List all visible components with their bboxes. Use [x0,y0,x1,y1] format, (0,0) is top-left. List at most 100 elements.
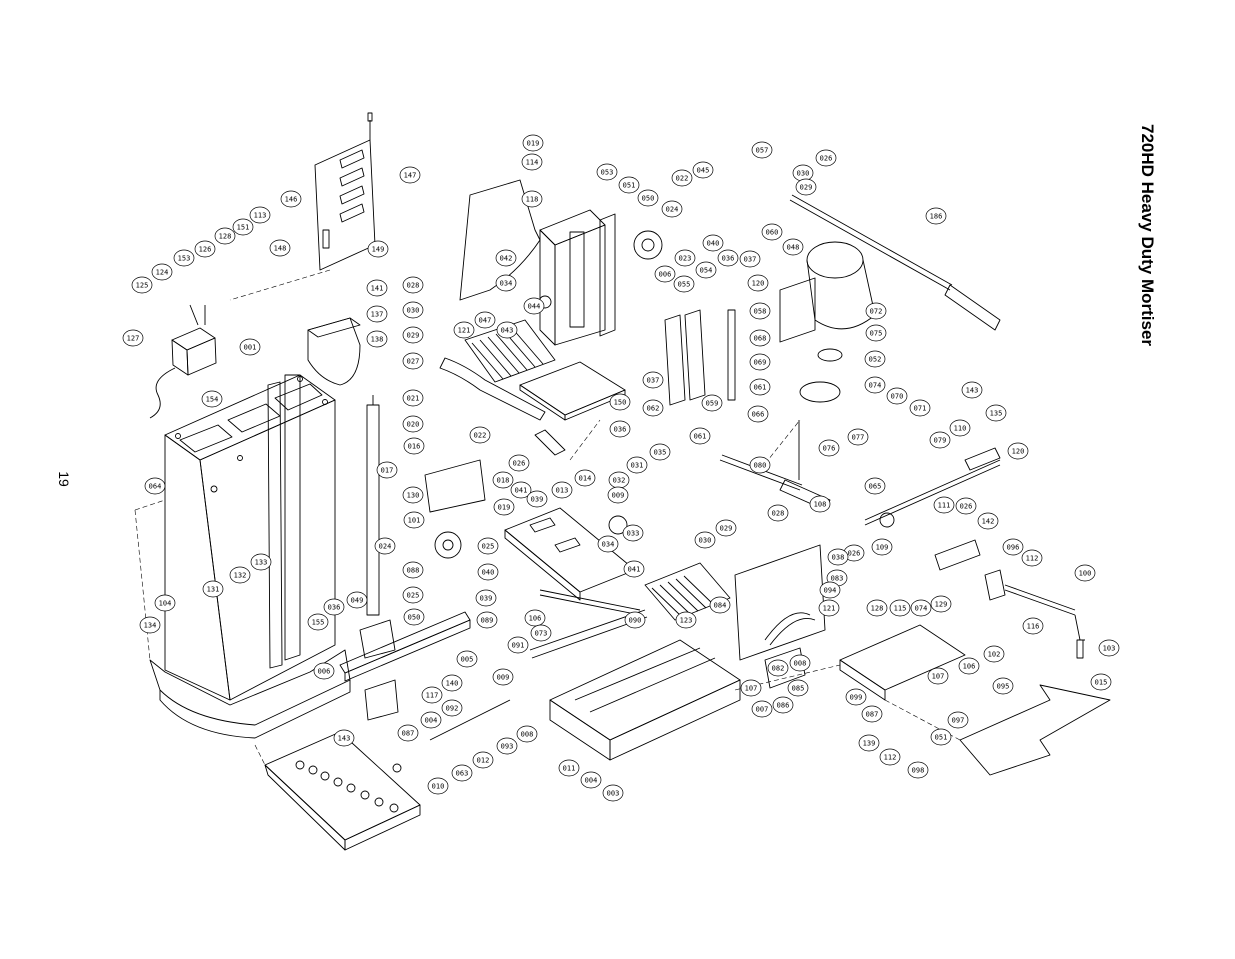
callout-balloon [701,394,723,412]
callout-label: 107 [932,673,945,681]
callout-balloon [909,399,931,417]
callout-013: 013 [551,481,573,499]
callout-balloon [947,711,969,729]
callout-balloon [626,456,648,474]
callout-balloon [642,371,664,389]
callout-label: 154 [206,396,219,404]
callout-balloon [250,553,272,571]
callout-balloon [694,531,716,549]
callout-089: 089 [476,611,498,629]
callout-balloon [930,595,952,613]
callout-balloon [441,674,463,692]
callout-label: 018 [497,477,510,485]
callout-balloon [131,276,153,294]
callout-balloon [173,249,195,267]
callout-balloon [492,668,514,686]
callout-051: 051 [618,176,640,194]
callout-label: 148 [274,245,287,253]
callout-balloon [927,667,949,685]
main-bed [392,609,741,773]
callout-balloon [955,497,977,515]
callout-balloon [280,190,302,208]
callout-label: 063 [456,770,469,778]
callout-balloon [864,376,886,394]
callout-080: 080 [749,456,771,474]
callout-balloon [139,616,161,634]
callout-055: 055 [673,275,695,293]
callout-label: 038 [832,554,845,562]
callout-balloon [747,405,769,423]
callout-balloon [507,636,529,654]
callout-label: 026 [848,550,861,558]
callout-137: 137 [366,305,388,323]
callout-label: 050 [642,195,655,203]
callout-label: 029 [407,332,420,340]
callout-026: 026 [508,454,530,472]
callout-004: 004 [420,711,442,729]
callout-balloon [809,495,831,513]
callout-balloon [574,469,596,487]
callout-027: 027 [402,352,424,370]
callout-label: 095 [997,683,1010,691]
callout-balloon [749,329,771,347]
callout-label: 065 [869,483,882,491]
callout-label: 048 [787,244,800,252]
callout-balloon [596,163,618,181]
callout-label: 131 [207,586,220,594]
callout-label: 114 [526,159,539,167]
callout-balloon [323,598,345,616]
callout-label: 143 [338,735,351,743]
callout-balloon [456,650,478,668]
callout-108: 108 [809,495,831,513]
callout-139: 139 [858,734,880,752]
callout-balloon [474,311,496,329]
callout-balloon [521,190,543,208]
callout-label: 109 [876,544,889,552]
callout-147: 147 [399,166,421,184]
callout-balloon [865,302,887,320]
callout-balloon [453,321,475,339]
handle-lever-upper [439,357,566,456]
callout-154: 154 [201,390,223,408]
callout-balloon [374,537,396,555]
callout-141: 141 [366,279,388,297]
callout-label: 090 [629,617,642,625]
callout-019: 019 [493,498,515,516]
callout-label: 001 [244,344,257,352]
callout-label: 070 [891,393,904,401]
callout-058: 058 [749,302,771,320]
callout-label: 062 [647,405,660,413]
callout-label: 050 [408,614,421,622]
callout-label: 093 [501,743,514,751]
callout-balloon [239,338,261,356]
callout-label: 106 [963,663,976,671]
callout-balloon [313,662,335,680]
callout-balloon [933,496,955,514]
callout-028: 028 [402,276,424,294]
callout-label: 075 [870,330,883,338]
callout-076: 076 [818,439,840,457]
callout-107: 107 [740,679,762,697]
callout-label: 133 [255,559,268,567]
callout-022: 022 [671,169,693,187]
callout-balloon [709,596,731,614]
callout-040: 040 [477,563,499,581]
callout-028: 028 [767,504,789,522]
callout-019: 019 [522,134,544,152]
callout-label: 055 [678,281,691,289]
callout-103: 103 [1098,639,1120,657]
callout-balloon [740,679,762,697]
callout-008: 008 [789,654,811,672]
callout-026: 026 [815,149,837,167]
callout-label: 117 [426,692,439,700]
callout-label: 089 [481,617,494,625]
callout-balloon [1074,564,1096,582]
callout-balloon [889,599,911,617]
callout-057: 057 [751,141,773,159]
callout-balloon [154,594,176,612]
callout-balloon [402,389,424,407]
callout-048: 048 [782,238,804,256]
callout-092: 092 [441,699,463,717]
callout-151: 151 [232,218,254,236]
callout-033: 033 [622,524,644,542]
